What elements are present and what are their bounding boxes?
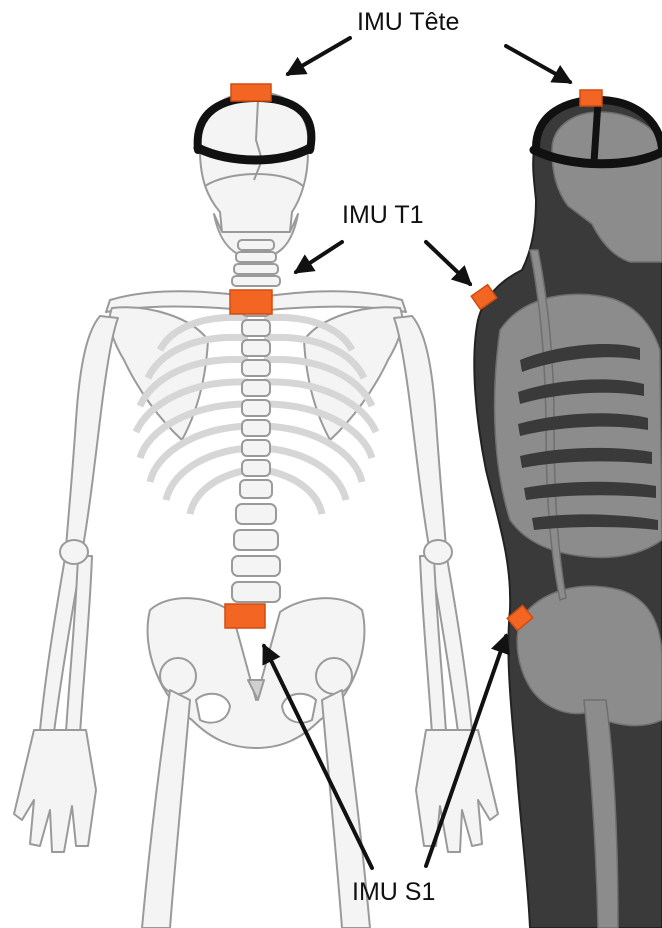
label-imu-t1: IMU T1 [342, 203, 424, 228]
label-imu-head: IMU Tête [357, 10, 459, 35]
left-hand [14, 730, 96, 852]
posterior-skeleton [14, 92, 498, 928]
imu-s1-front [225, 604, 265, 628]
arrow-head-left [288, 38, 350, 74]
label-imu-s1: IMU S1 [352, 880, 435, 905]
arrow-t1-left [296, 242, 342, 272]
imu-t1-front [230, 290, 272, 314]
imu-head-front [231, 84, 271, 101]
left-arm [14, 316, 118, 852]
cervical-spine [232, 240, 280, 286]
lateral-body [474, 98, 662, 928]
imu-head-side [580, 90, 602, 106]
arrow-t1-right [426, 242, 470, 284]
right-hand [416, 730, 498, 852]
arrow-head-right [506, 46, 570, 82]
